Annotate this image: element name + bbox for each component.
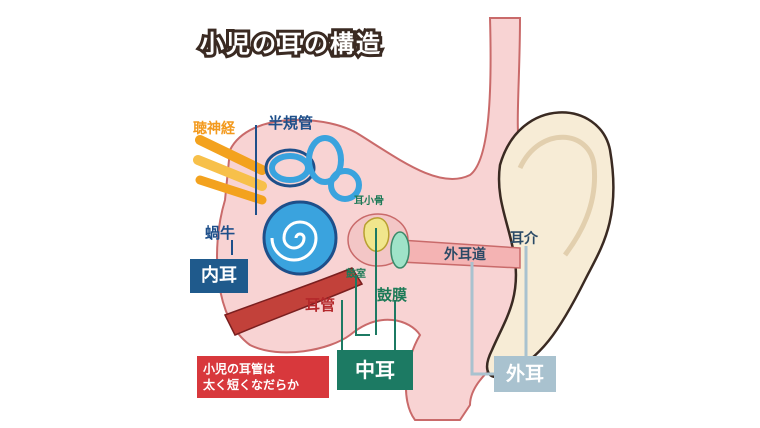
auricle-inner-fold xyxy=(517,134,598,257)
label-eardrum: 鼓膜 xyxy=(377,286,408,304)
label-ear-canal: 外耳道 xyxy=(444,247,486,263)
leader-lines xyxy=(231,125,528,376)
diagram-title: 小児の耳の構造 xyxy=(197,27,383,61)
label-auricle: 耳介 xyxy=(510,231,538,247)
region-inner-ear: 内耳 xyxy=(190,259,248,293)
eustachian-tube-shape xyxy=(223,267,364,336)
eardrum-shape xyxy=(390,231,410,269)
region-outer-ear: 外耳 xyxy=(494,356,556,392)
note-line-2: 太く短くなだらか xyxy=(203,378,300,392)
auditory-nerve-bundle xyxy=(193,135,267,205)
label-cochlea: 蝸牛 xyxy=(205,224,236,242)
eustachian-tube-note: 小児の耳管は 太く短くなだらか xyxy=(197,356,329,398)
note-line-1: 小児の耳管は xyxy=(203,361,276,376)
label-ossicles: 耳小骨 xyxy=(354,196,384,207)
semicircular-canals-shape xyxy=(264,135,362,202)
label-auditory-nerve: 聴神経 xyxy=(193,121,235,137)
cochlea-shape xyxy=(262,200,338,276)
label-semicircular-canals: 半規管 xyxy=(268,114,314,132)
region-middle-ear: 中耳 xyxy=(337,350,413,390)
label-eustachian-tube: 耳管 xyxy=(305,296,336,314)
label-tympanic: 鼓室 xyxy=(346,269,366,280)
